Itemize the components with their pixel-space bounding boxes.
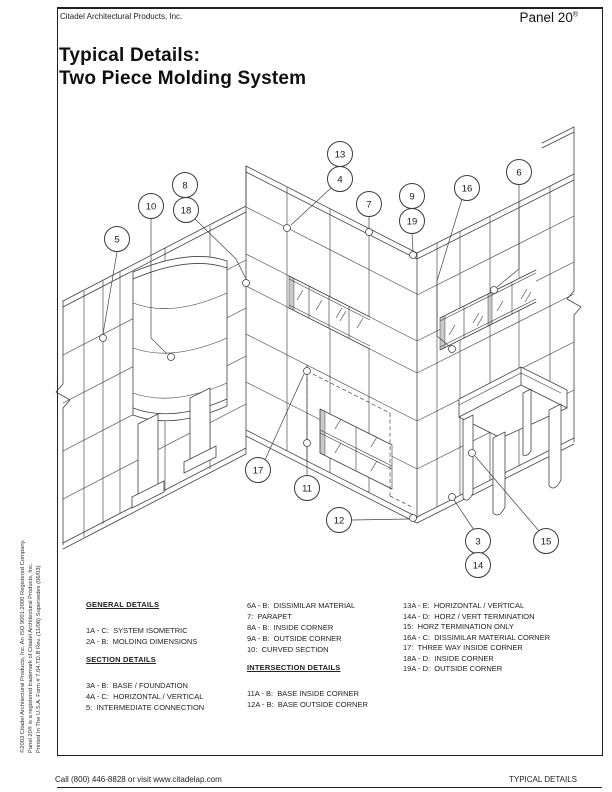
legend-item: 12A - B: BASE OUTSIDE CORNER <box>247 700 368 709</box>
legend-gap <box>247 655 397 663</box>
callout-5: 5 <box>104 226 130 252</box>
footer-rule <box>57 787 602 788</box>
legend-item: 9A - B: OUTSIDE CORNER <box>247 634 342 643</box>
legend-item: 5: INTERMEDIATE CONNECTION <box>86 703 205 712</box>
svg-text:12: 12 <box>334 515 345 526</box>
page-title: Typical Details: Two Piece Molding Syste… <box>59 44 306 90</box>
svg-text:13: 13 <box>335 149 346 160</box>
svg-text:9: 9 <box>409 191 414 202</box>
callout-11: 11 <box>294 475 320 501</box>
callout-12: 12 <box>326 507 352 533</box>
callout-6: 6 <box>506 159 532 185</box>
background-wall-edge <box>541 126 575 165</box>
svg-text:6: 6 <box>516 167 521 178</box>
callout-8: 8 <box>172 172 198 198</box>
footer-contact-info: Call (800) 446-8828 or visit www.citadel… <box>55 775 222 784</box>
svg-text:10: 10 <box>146 201 157 212</box>
side-imprint-printing-info: Printed In The U.S.A. Form # 7.04.TD.B R… <box>36 565 42 753</box>
callout-balloons: 5 10 8 18 13 4 7 9 19 16 6 17 11 12 3 14 15 <box>104 141 559 578</box>
legend-item: 10: CURVED SECTION <box>247 645 329 654</box>
svg-text:11: 11 <box>302 483 312 494</box>
legend-item: 18A - D: INSIDE CORNER <box>403 653 494 663</box>
svg-text:5: 5 <box>114 234 119 245</box>
legend-heading-section-details: SECTION DETAILS <box>86 655 156 664</box>
callout-4: 4 <box>327 166 353 192</box>
svg-text:7: 7 <box>366 199 371 210</box>
window-band-left <box>288 275 371 350</box>
product-name-text: Panel 20 <box>519 10 573 25</box>
svg-text:4: 4 <box>337 174 342 185</box>
curved-section <box>131 256 228 509</box>
page-title-line1: Typical Details: <box>59 45 201 66</box>
hidden-edges <box>306 370 415 509</box>
registered-trademark-symbol: ® <box>572 11 578 19</box>
legend-item: 19A - D: OUTSIDE CORNER <box>403 664 503 673</box>
header-product-name: Panel 20® <box>520 10 578 25</box>
legend-column-3: 13A - E: HORIZONTAL / VERTICAL 14A - D: … <box>403 601 573 675</box>
svg-text:19: 19 <box>407 216 418 227</box>
svg-text:16: 16 <box>462 183 473 194</box>
callout-leader-lines <box>102 185 540 532</box>
legend-item: 1A - C: SYSTEM ISOMETRIC <box>86 626 188 635</box>
legend-item: 17: THREE WAY INSIDE CORNER <box>403 643 523 652</box>
callout-7: 7 <box>356 191 382 217</box>
legend-gap <box>86 647 241 655</box>
header-company-name: Citadel Architectural Products, Inc. <box>60 12 183 21</box>
svg-text:14: 14 <box>473 560 484 571</box>
window-band-right <box>439 269 537 351</box>
footer-document-type: TYPICAL DETAILS <box>508 775 577 784</box>
svg-text:8: 8 <box>182 180 187 191</box>
legend-column-2: 6A - B: DISSIMILAR MATERIAL 7: PARAPET 8… <box>247 600 397 710</box>
svg-text:3: 3 <box>475 536 480 547</box>
callout-14: 14 <box>465 552 491 578</box>
svg-text:18: 18 <box>181 205 192 216</box>
window-lower <box>319 408 393 490</box>
legend-heading-intersection-details: INTERSECTION DETAILS <box>247 663 341 672</box>
callout-18: 18 <box>173 197 199 223</box>
legend-item: 6A - B: DISSIMILAR MATERIAL <box>247 601 356 610</box>
side-imprint-trademark: Panel 20® is a registered trademark of C… <box>28 563 34 753</box>
callout-9: 9 <box>399 183 425 209</box>
legend-item: 7: PARAPET <box>247 612 292 621</box>
callout-10: 10 <box>138 193 164 219</box>
legend-item: 13A - E: HORIZONTAL / VERTICAL <box>403 601 525 610</box>
legend-item: 4A - C: HORIZONTAL / VERTICAL <box>86 692 204 701</box>
detail-point-markers <box>99 224 498 522</box>
callout-19: 19 <box>399 208 425 234</box>
legend-item: 14A - D: HORZ / VERT TERMINATION <box>403 611 535 621</box>
page-border-frame <box>57 7 603 756</box>
callout-16: 16 <box>454 175 480 201</box>
legend-heading-general-details: GENERAL DETAILS <box>86 600 160 609</box>
svg-text:15: 15 <box>541 536 552 547</box>
callout-13: 13 <box>327 141 353 167</box>
svg-text:17: 17 <box>253 465 264 476</box>
legend-column-1: GENERAL DETAILS 1A - C: SYSTEM ISOMETRIC… <box>86 600 241 713</box>
callout-15: 15 <box>533 528 559 554</box>
legend-item: 8A - B: INSIDE CORNER <box>247 623 334 632</box>
legend-item: 15: HORZ TERMINATION ONLY <box>403 622 514 631</box>
legend-item: 2A - B: MOLDING DIMENSIONS <box>86 637 198 646</box>
legend-item: 11A - B: BASE INSIDE CORNER <box>247 689 359 698</box>
legend-item: 16A - C: DISSIMILAR MATERIAL CORNER <box>403 632 551 642</box>
page-title-line2: Two Piece Molding System <box>59 68 307 89</box>
callout-3: 3 <box>465 528 491 554</box>
legend-item: 3A - B: BASE / FOUNDATION <box>86 681 188 690</box>
callout-17: 17 <box>245 457 271 483</box>
side-imprint-copyright: ©2003 Citadel Architectural Products, In… <box>20 539 26 753</box>
parapet-structure <box>458 366 568 516</box>
